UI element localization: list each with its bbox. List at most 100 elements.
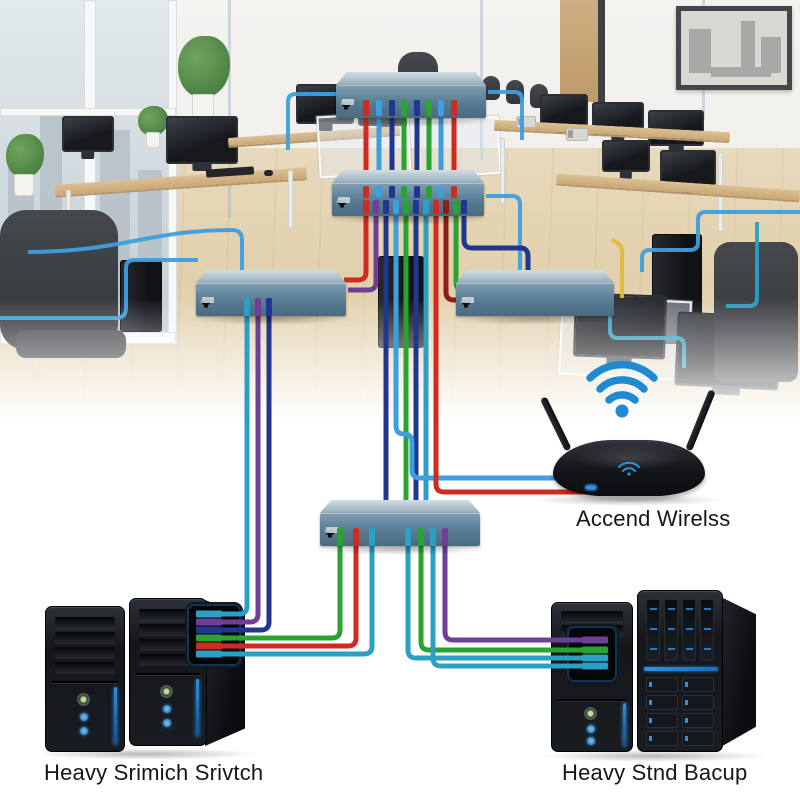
monitor — [602, 140, 650, 172]
cable-connector — [430, 528, 436, 546]
cable-connector — [383, 200, 389, 214]
cable-to-left-switch — [344, 212, 369, 283]
monitor — [660, 150, 716, 186]
power-button[interactable] — [584, 707, 597, 720]
cable-connector — [443, 200, 449, 214]
cable-to-right-switch — [461, 212, 531, 274]
storage-server-tower — [637, 590, 723, 752]
cable-connector — [451, 100, 457, 116]
server-cable-connector — [196, 634, 222, 642]
server-cable-connector — [196, 626, 222, 634]
shadow — [446, 313, 624, 325]
cable-connector — [244, 298, 250, 316]
rj45-port — [326, 529, 334, 538]
router-body — [553, 440, 705, 496]
wall-art-city-photo — [676, 6, 792, 90]
server-cable-connector — [582, 654, 608, 662]
cable-to-servers — [206, 544, 343, 641]
server-cable-connector — [196, 642, 222, 650]
cable-connector — [426, 186, 432, 198]
switch-top-panel — [196, 270, 346, 283]
router-label: Accend Wirelss — [576, 506, 731, 531]
glass-partition-frame — [228, 0, 231, 218]
monitor — [62, 116, 114, 152]
cable-office-drop — [488, 90, 524, 140]
cable-connector — [363, 186, 369, 198]
cable-connector — [376, 100, 382, 116]
rj45-port — [338, 199, 346, 208]
server-cable-connector — [196, 618, 222, 626]
office-door — [560, 0, 600, 102]
backup-servers-label: Heavy Stnd Bacup — [562, 760, 748, 785]
drive-bay — [646, 731, 678, 746]
drive-bay — [646, 713, 678, 728]
drive-bay — [682, 599, 696, 661]
rj45-port — [202, 299, 210, 308]
plant-pot — [14, 174, 34, 196]
cable-connector — [403, 200, 409, 214]
led-strip — [623, 703, 626, 747]
office-photo-backdrop — [0, 0, 800, 440]
cable-office-drop — [286, 92, 336, 150]
cable-to-backup — [418, 544, 590, 653]
plant — [178, 36, 230, 98]
drive-bay — [682, 695, 714, 710]
network-switch-1 — [327, 72, 495, 127]
cable-office-drop — [640, 210, 800, 272]
cable-office-drop — [486, 194, 522, 272]
wireless-router — [532, 386, 726, 508]
shadow — [327, 115, 495, 127]
switch-brand-chip — [326, 526, 338, 533]
cable-connector — [461, 200, 467, 214]
shadow — [538, 750, 769, 762]
switch-brand-chip — [202, 296, 214, 303]
cable-connector — [337, 528, 343, 546]
cable-connector — [413, 200, 419, 214]
status-led — [587, 725, 595, 733]
rj45-port — [342, 101, 350, 110]
cable-connector — [363, 100, 369, 116]
blue-trim — [644, 667, 718, 671]
switch-front-panel — [320, 513, 480, 546]
drive-bay — [700, 599, 714, 661]
cable-to-servers — [206, 544, 375, 657]
photo-fade — [0, 298, 800, 440]
switch-brand-chip — [338, 196, 350, 203]
switch-top-panel — [336, 72, 486, 85]
cable-office-drop — [27, 228, 244, 272]
switch-top-panel — [456, 270, 614, 283]
door-frame — [598, 0, 605, 106]
cable-connector — [426, 100, 432, 116]
desk-leg — [500, 138, 505, 204]
status-led — [80, 727, 88, 735]
shadow — [532, 494, 726, 506]
cable-to-servers — [206, 314, 250, 617]
switch-front-panel — [336, 85, 486, 118]
cable-connector — [418, 528, 424, 546]
switch-brand-chip — [342, 98, 354, 105]
cable-to-backup — [430, 544, 590, 669]
cable-connector — [414, 100, 420, 116]
status-led — [163, 719, 171, 727]
switch-top-panel — [332, 170, 484, 183]
cable-connector — [438, 186, 444, 198]
status-led — [163, 705, 171, 713]
cable-connector — [376, 186, 382, 198]
desk-leg — [288, 170, 293, 228]
desk-phone — [566, 128, 588, 141]
cable-connector — [369, 528, 375, 546]
cable-connector — [453, 200, 459, 214]
cable-to-left-switch — [348, 212, 379, 293]
power-button[interactable] — [77, 693, 90, 706]
shadow — [187, 313, 355, 325]
cable-connector — [363, 200, 369, 214]
drive-bay — [682, 713, 714, 728]
led-strip — [196, 679, 199, 737]
rj45-port — [462, 299, 470, 308]
power-button[interactable] — [160, 685, 173, 698]
cable-connector — [389, 100, 395, 116]
cable-office-drop — [611, 238, 625, 298]
server-cable-connector — [196, 650, 222, 658]
